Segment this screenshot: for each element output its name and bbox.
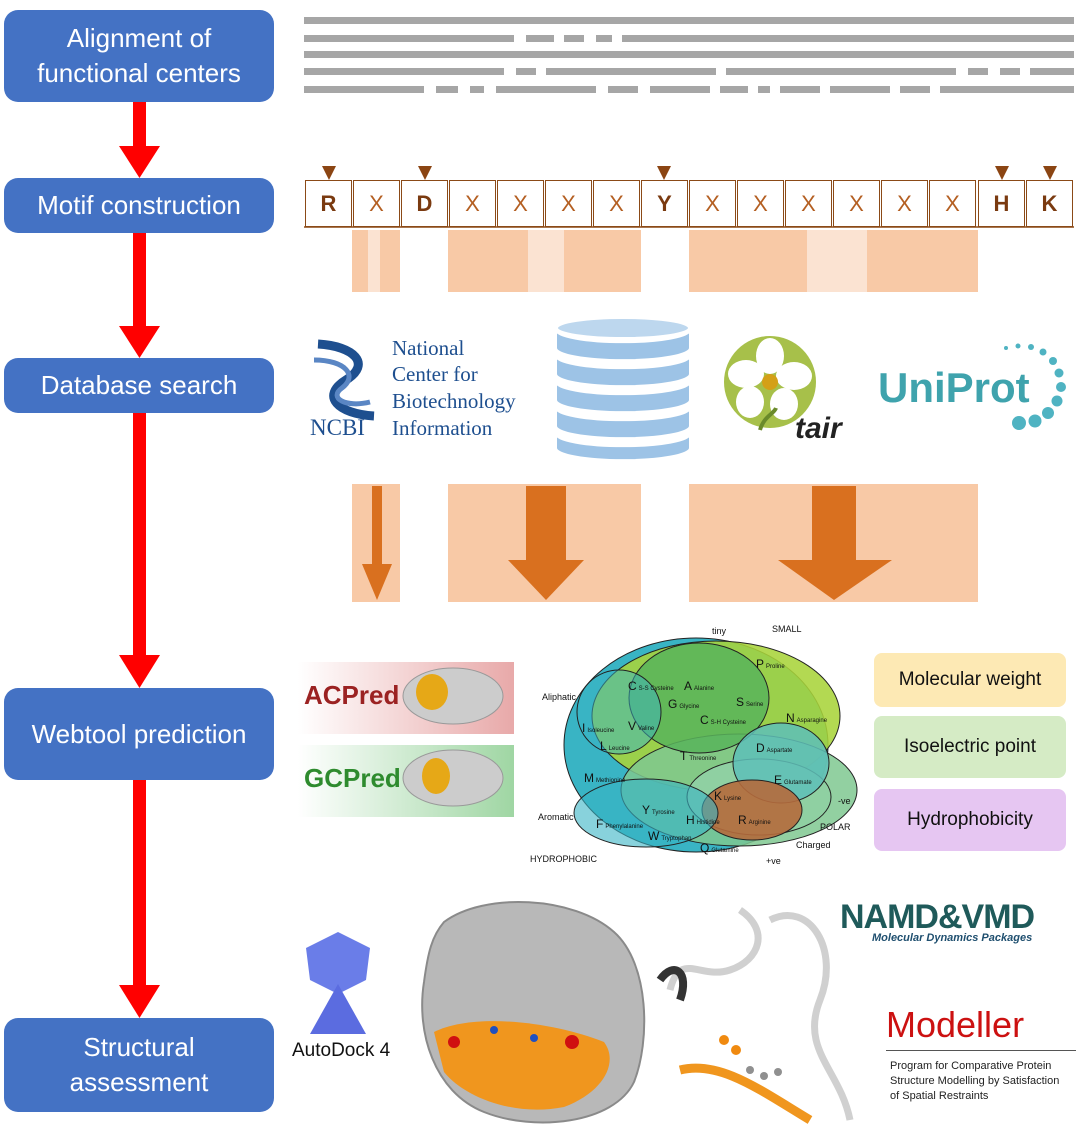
- modeller-desc-line-1: Program for Comparative Protein: [890, 1060, 1052, 1072]
- acpred-label: ACPred: [304, 680, 400, 710]
- step-database-search: Database search: [4, 358, 274, 413]
- step-motif-construction: Motif construction: [4, 178, 274, 233]
- motif-residue-7: X: [593, 180, 640, 227]
- motif-residue-10: X: [737, 180, 784, 227]
- motif-residue-1: R: [305, 180, 352, 227]
- ncbi-name-line-4: Information: [392, 416, 493, 440]
- motif-residue-5: X: [497, 180, 544, 227]
- property-hydrophobicity: Hydrophobicity: [874, 789, 1066, 851]
- step-webtool-prediction: Webtool prediction: [4, 688, 274, 780]
- motif-residue-9: X: [689, 180, 736, 227]
- gcpred-label: GCPred: [304, 763, 401, 793]
- motif-residue-11: X: [785, 180, 832, 227]
- motif-residue-14: X: [929, 180, 976, 227]
- svg-text:Charged: Charged: [796, 840, 831, 850]
- motif-residue-8: Y: [641, 180, 688, 227]
- svg-text:Aliphatic: Aliphatic: [542, 692, 577, 702]
- autodock-logo-icon: [306, 932, 370, 1034]
- svg-text:HYDROPHOBIC: HYDROPHOBIC: [530, 854, 598, 864]
- motif-residue-13: X: [881, 180, 928, 227]
- svg-text:+ve: +ve: [766, 856, 781, 866]
- motif-residue-2: X: [353, 180, 400, 227]
- uniprot-label: UniProt: [878, 364, 1030, 411]
- ncbi-short-label: NCBI: [310, 415, 365, 440]
- property-isoelectric-point: Isoelectric point: [874, 716, 1066, 778]
- svg-text:Aromatic: Aromatic: [538, 812, 574, 822]
- tair-label: tair: [795, 412, 842, 445]
- uniprot-dots-icon: [1004, 343, 1066, 430]
- ncbi-name-line-2: Center for: [392, 362, 478, 386]
- namd-vmd-label: NAMD&VMD: [840, 898, 1035, 936]
- svg-text:tiny: tiny: [712, 626, 727, 636]
- protein-surface-image: [421, 901, 646, 1124]
- property-molecular-weight: Molecular weight: [874, 653, 1066, 707]
- ribbon-structure-image: [656, 907, 854, 1124]
- motif-residue-3: D: [401, 180, 448, 227]
- modeller-divider: [886, 1050, 1076, 1051]
- autodock-label: AutoDock 4: [292, 1040, 391, 1061]
- ncbi-name-line-1: National: [392, 336, 465, 360]
- motif-residue-12: X: [833, 180, 880, 227]
- modeller-desc-line-2: Structure Modelling by Satisfaction: [890, 1075, 1060, 1087]
- motif-residue-6: X: [545, 180, 592, 227]
- step-structural-assessment: Structural assessment: [4, 1018, 274, 1112]
- alignment-panel: [304, 17, 1074, 292]
- tair-logo-icon: [724, 336, 816, 431]
- namd-vmd-subtitle: Molecular Dynamics Packages: [872, 932, 1033, 944]
- ncbi-name-line-3: Biotechnology: [392, 389, 516, 413]
- step-alignment: Alignment of functional centers: [4, 10, 274, 102]
- database-icon: [555, 317, 691, 462]
- flow-arrows: [119, 102, 160, 1018]
- motif-residue-4: X: [449, 180, 496, 227]
- svg-text:POLAR: POLAR: [820, 822, 851, 832]
- svg-text:SMALL: SMALL: [772, 624, 802, 634]
- modeller-desc-line-3: of Spatial Restraints: [890, 1090, 989, 1102]
- svg-text:-ve: -ve: [838, 796, 851, 806]
- motif-residue-15: H: [978, 180, 1025, 227]
- search-result-arrows: [352, 484, 978, 602]
- webtool-protein-images: [402, 667, 504, 807]
- motif-residue-16: K: [1026, 180, 1073, 227]
- modeller-label: Modeller: [886, 1004, 1025, 1045]
- ncbi-helix-icon: [313, 339, 375, 421]
